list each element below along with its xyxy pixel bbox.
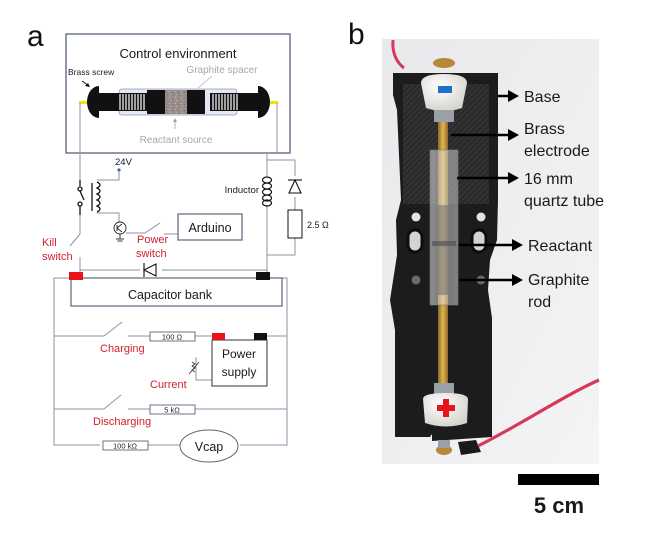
arduino-label: Arduino [188,221,231,235]
discharging-label: Discharging [93,416,151,428]
label-graphite-rod-1: Graphite [528,272,589,289]
power-supply-negative-terminal [254,333,267,340]
resistor-2-5-ohm-label: 2.5 Ω [307,220,329,230]
current-label: Current [150,379,187,391]
vcap-meter-icon [179,429,239,463]
capacitor-bank-label: Capacitor bank [128,288,213,302]
left-slot-icon [406,228,424,254]
graphite-spacer-label: Graphite spacer [186,65,258,76]
label-quartz-tube-2: quartz tube [524,193,604,210]
top-nut [433,58,455,68]
vcap-label: Vcap [195,440,224,454]
graphite-spacer-pointer [197,75,213,89]
screw-top-left-icon [411,212,421,222]
diode-icon [288,178,302,194]
right-graphite-spacer-icon [187,90,205,114]
left-graphite-spacer-icon [147,90,165,114]
discharging-switch-icon [103,394,122,410]
label-reactant: Reactant [528,238,593,255]
charging-resistor-label: 100 Ω [162,333,183,342]
supply-voltage-label: 24V [115,157,133,168]
transistor-icon [113,221,127,242]
discharging-resistor-icon [149,404,196,415]
left-thread-icon [117,93,147,111]
relay-icon [77,180,101,215]
resistor-2-5-ohm-icon [287,209,303,239]
right-screw-shank [240,93,258,111]
label-graphite-rod-2: rod [528,294,551,311]
circuit-wires [53,103,296,446]
power-supply-label-2: supply [222,365,257,379]
power-switch-label-1: Power [137,234,169,246]
control-environment-title: Control environment [119,46,236,61]
label-brass-electrode-1: Brass [524,121,565,138]
label-base: Base [524,89,561,106]
right-slot-icon [470,228,488,254]
kill-switch-label-1: Kill [42,237,57,249]
supply-24v-node: 24V [115,157,133,172]
inductor-label: Inductor [225,185,259,196]
capacitor-positive-terminal [69,272,83,280]
right-thread-icon [210,93,240,111]
panel-a-letter: a [27,20,44,53]
charging-switch-icon [103,321,123,337]
electrode-assembly [79,86,278,118]
power-supply-positive-terminal [212,333,225,340]
arrow-brass-electrode [451,129,519,141]
kill-switch-label-2: switch [42,251,73,263]
brass-screw-arrowhead [85,83,90,87]
annotations: Base Brass electrode 16 mm quartz tube R… [451,89,604,311]
capacitor-bank-box [70,277,283,307]
panel-b: b [348,18,604,518]
top-hex-nut [434,110,454,122]
graphite-rod [438,205,448,295]
label-quartz-tube-1: 16 mm [524,171,573,188]
bottom-washer [438,440,450,448]
brass-screw-label: Brass screw [68,67,115,77]
current-adjust-icon [188,361,200,375]
left-screw-shank [99,93,117,111]
panel-b-letter: b [348,18,365,51]
inductor-icon [261,176,273,207]
vcap-resistor-icon [102,440,149,451]
arrow-base [497,90,519,102]
vcap-resistor-label: 100 kΩ [113,442,137,451]
apparatus-photo [382,39,600,464]
scale-bar [518,474,599,485]
right-screw-head-icon [258,86,270,118]
scale-bar-label: 5 cm [534,493,584,518]
control-environment: Control environment Brass screw Graphite… [65,33,291,154]
charging-label: Charging [100,343,145,355]
capacitor-negative-terminal [256,272,270,280]
arrow-graphite-rod [459,274,523,286]
charging-resistor-icon [149,331,196,342]
panel-a: a Control environment Brass screw Graphi… [27,20,329,463]
power-switch-label-2: switch [136,248,167,260]
kill-switch-icon [69,233,81,247]
label-brass-electrode-2: electrode [524,143,590,160]
bank-diode-icon [142,263,157,277]
left-screw-head-icon [87,86,99,118]
reactant-source-label: Reactant source [140,135,213,146]
negative-marker-icon [438,86,452,93]
wire-connector [458,440,481,455]
screw-top-right-icon [476,212,486,222]
arrow-quartz-tube [457,172,519,184]
arrow-reactant [459,239,523,251]
reactant-sample [432,241,456,246]
discharging-resistor-label: 5 kΩ [164,406,180,415]
power-switch-icon [126,222,161,234]
power-supply-label-1: Power [222,347,256,361]
top-wire [391,39,405,70]
positive-marker-icon [437,399,455,417]
screw-bottom-left-icon [411,275,421,285]
bottom-hex-nut [434,383,454,396]
reactant-source-arrowhead [173,118,177,122]
arduino-box [177,213,243,241]
reactant-source-icon [165,90,187,114]
power-supply-box [211,339,268,387]
bottom-wire [477,378,600,448]
